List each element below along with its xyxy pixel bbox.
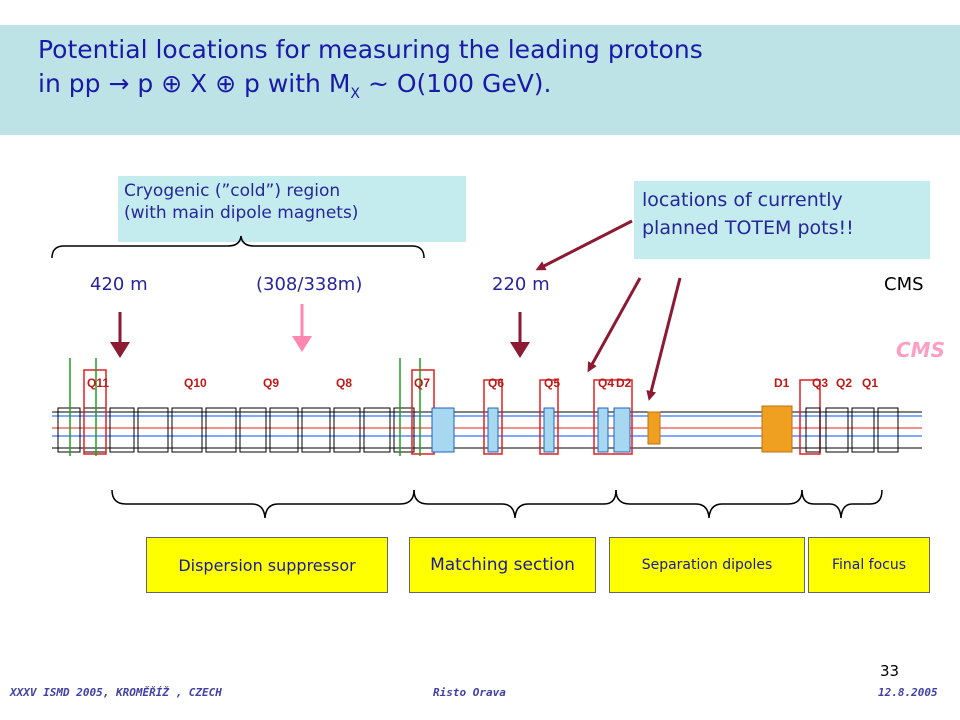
brace-separation xyxy=(615,489,803,519)
section-final-focus: Final focus xyxy=(808,537,930,593)
magnet-label-q4: Q4 xyxy=(598,376,615,390)
title-text: p with M xyxy=(236,69,351,98)
final-focus-quads xyxy=(805,407,899,453)
location-308-338m: (308/338m) xyxy=(256,274,363,295)
cms-label: CMS xyxy=(884,274,924,295)
magnet-label-q1: Q1 xyxy=(862,376,879,390)
magnet-label-q10: Q10 xyxy=(184,376,207,390)
arrow-420m xyxy=(110,312,130,358)
totem-arrow-220 xyxy=(535,219,633,271)
arrow-symbol: → xyxy=(108,69,130,98)
section-dispersion-suppressor: Dispersion suppressor xyxy=(146,537,388,593)
arrow-308m xyxy=(292,304,312,352)
title-line-2: in pp → p ⊕ X ⊕ p with MX ~ O(100 GeV). xyxy=(38,67,938,111)
cms-logo: CMS xyxy=(896,338,945,362)
title-text: ~ O(100 GeV). xyxy=(360,69,552,98)
magnet-label-d1: D1 xyxy=(774,376,790,390)
footer-conference: XXXV ISMD 2005, KROMĚŘÍŽ , CZECH xyxy=(10,686,222,699)
brace-final-focus xyxy=(801,489,883,519)
magnet-label-q11: Q11 xyxy=(87,376,110,390)
cryo-magnets xyxy=(57,407,415,453)
oplus-symbol: ⊕ xyxy=(215,69,237,98)
title-line-1: Potential locations for measuring the le… xyxy=(38,35,703,64)
magnet-label-q9: Q9 xyxy=(263,376,280,390)
cryogenic-callout: Cryogenic (”cold”) region (with main dip… xyxy=(118,176,466,242)
magnet-label-d2: D2 xyxy=(616,376,632,390)
brace-dispersion xyxy=(111,489,415,519)
title-band xyxy=(0,25,960,135)
location-220m: 220 m xyxy=(492,274,550,295)
magnet-label-q6: Q6 xyxy=(488,376,505,390)
brace-matching xyxy=(413,489,617,519)
location-420m: 420 m xyxy=(90,274,148,295)
magnet-label-q5: Q5 xyxy=(544,376,561,390)
magnet-label-q8: Q8 xyxy=(336,376,353,390)
cryogenic-line-1: Cryogenic (”cold”) region xyxy=(124,181,341,201)
section-matching: Matching section xyxy=(409,537,596,593)
totem-callout: locations of currently planned TOTEM pot… xyxy=(634,181,930,259)
page-title: Potential locations for measuring the le… xyxy=(38,33,938,111)
footer-author: Risto Orava xyxy=(433,686,506,699)
page-number: 33 xyxy=(880,662,900,680)
title-subscript: X xyxy=(350,86,361,102)
totem-arrow-d2 xyxy=(646,277,682,401)
title-text: X xyxy=(182,69,216,98)
section-separation-dipoles: Separation dipoles xyxy=(609,537,805,593)
cryogenic-brace xyxy=(51,235,425,259)
cryogenic-line-2: (with main dipole magnets) xyxy=(124,203,359,223)
title-text: p xyxy=(129,69,162,98)
support-markers xyxy=(69,358,421,456)
magnet-label-q7: Q7 xyxy=(414,376,431,390)
footer-date: 12.8.2005 xyxy=(878,686,938,699)
totem-arrow-q4 xyxy=(587,277,642,373)
oplus-symbol: ⊕ xyxy=(161,69,183,98)
magnet-label-q3: Q3 xyxy=(812,376,829,390)
warm-elements xyxy=(431,405,793,453)
totem-line-2: planned TOTEM pots!! xyxy=(642,217,854,239)
totem-line-1: locations of currently xyxy=(642,189,843,211)
title-text: in pp xyxy=(38,69,109,98)
magnet-label-q2: Q2 xyxy=(836,376,853,390)
arrow-220m xyxy=(510,312,530,358)
